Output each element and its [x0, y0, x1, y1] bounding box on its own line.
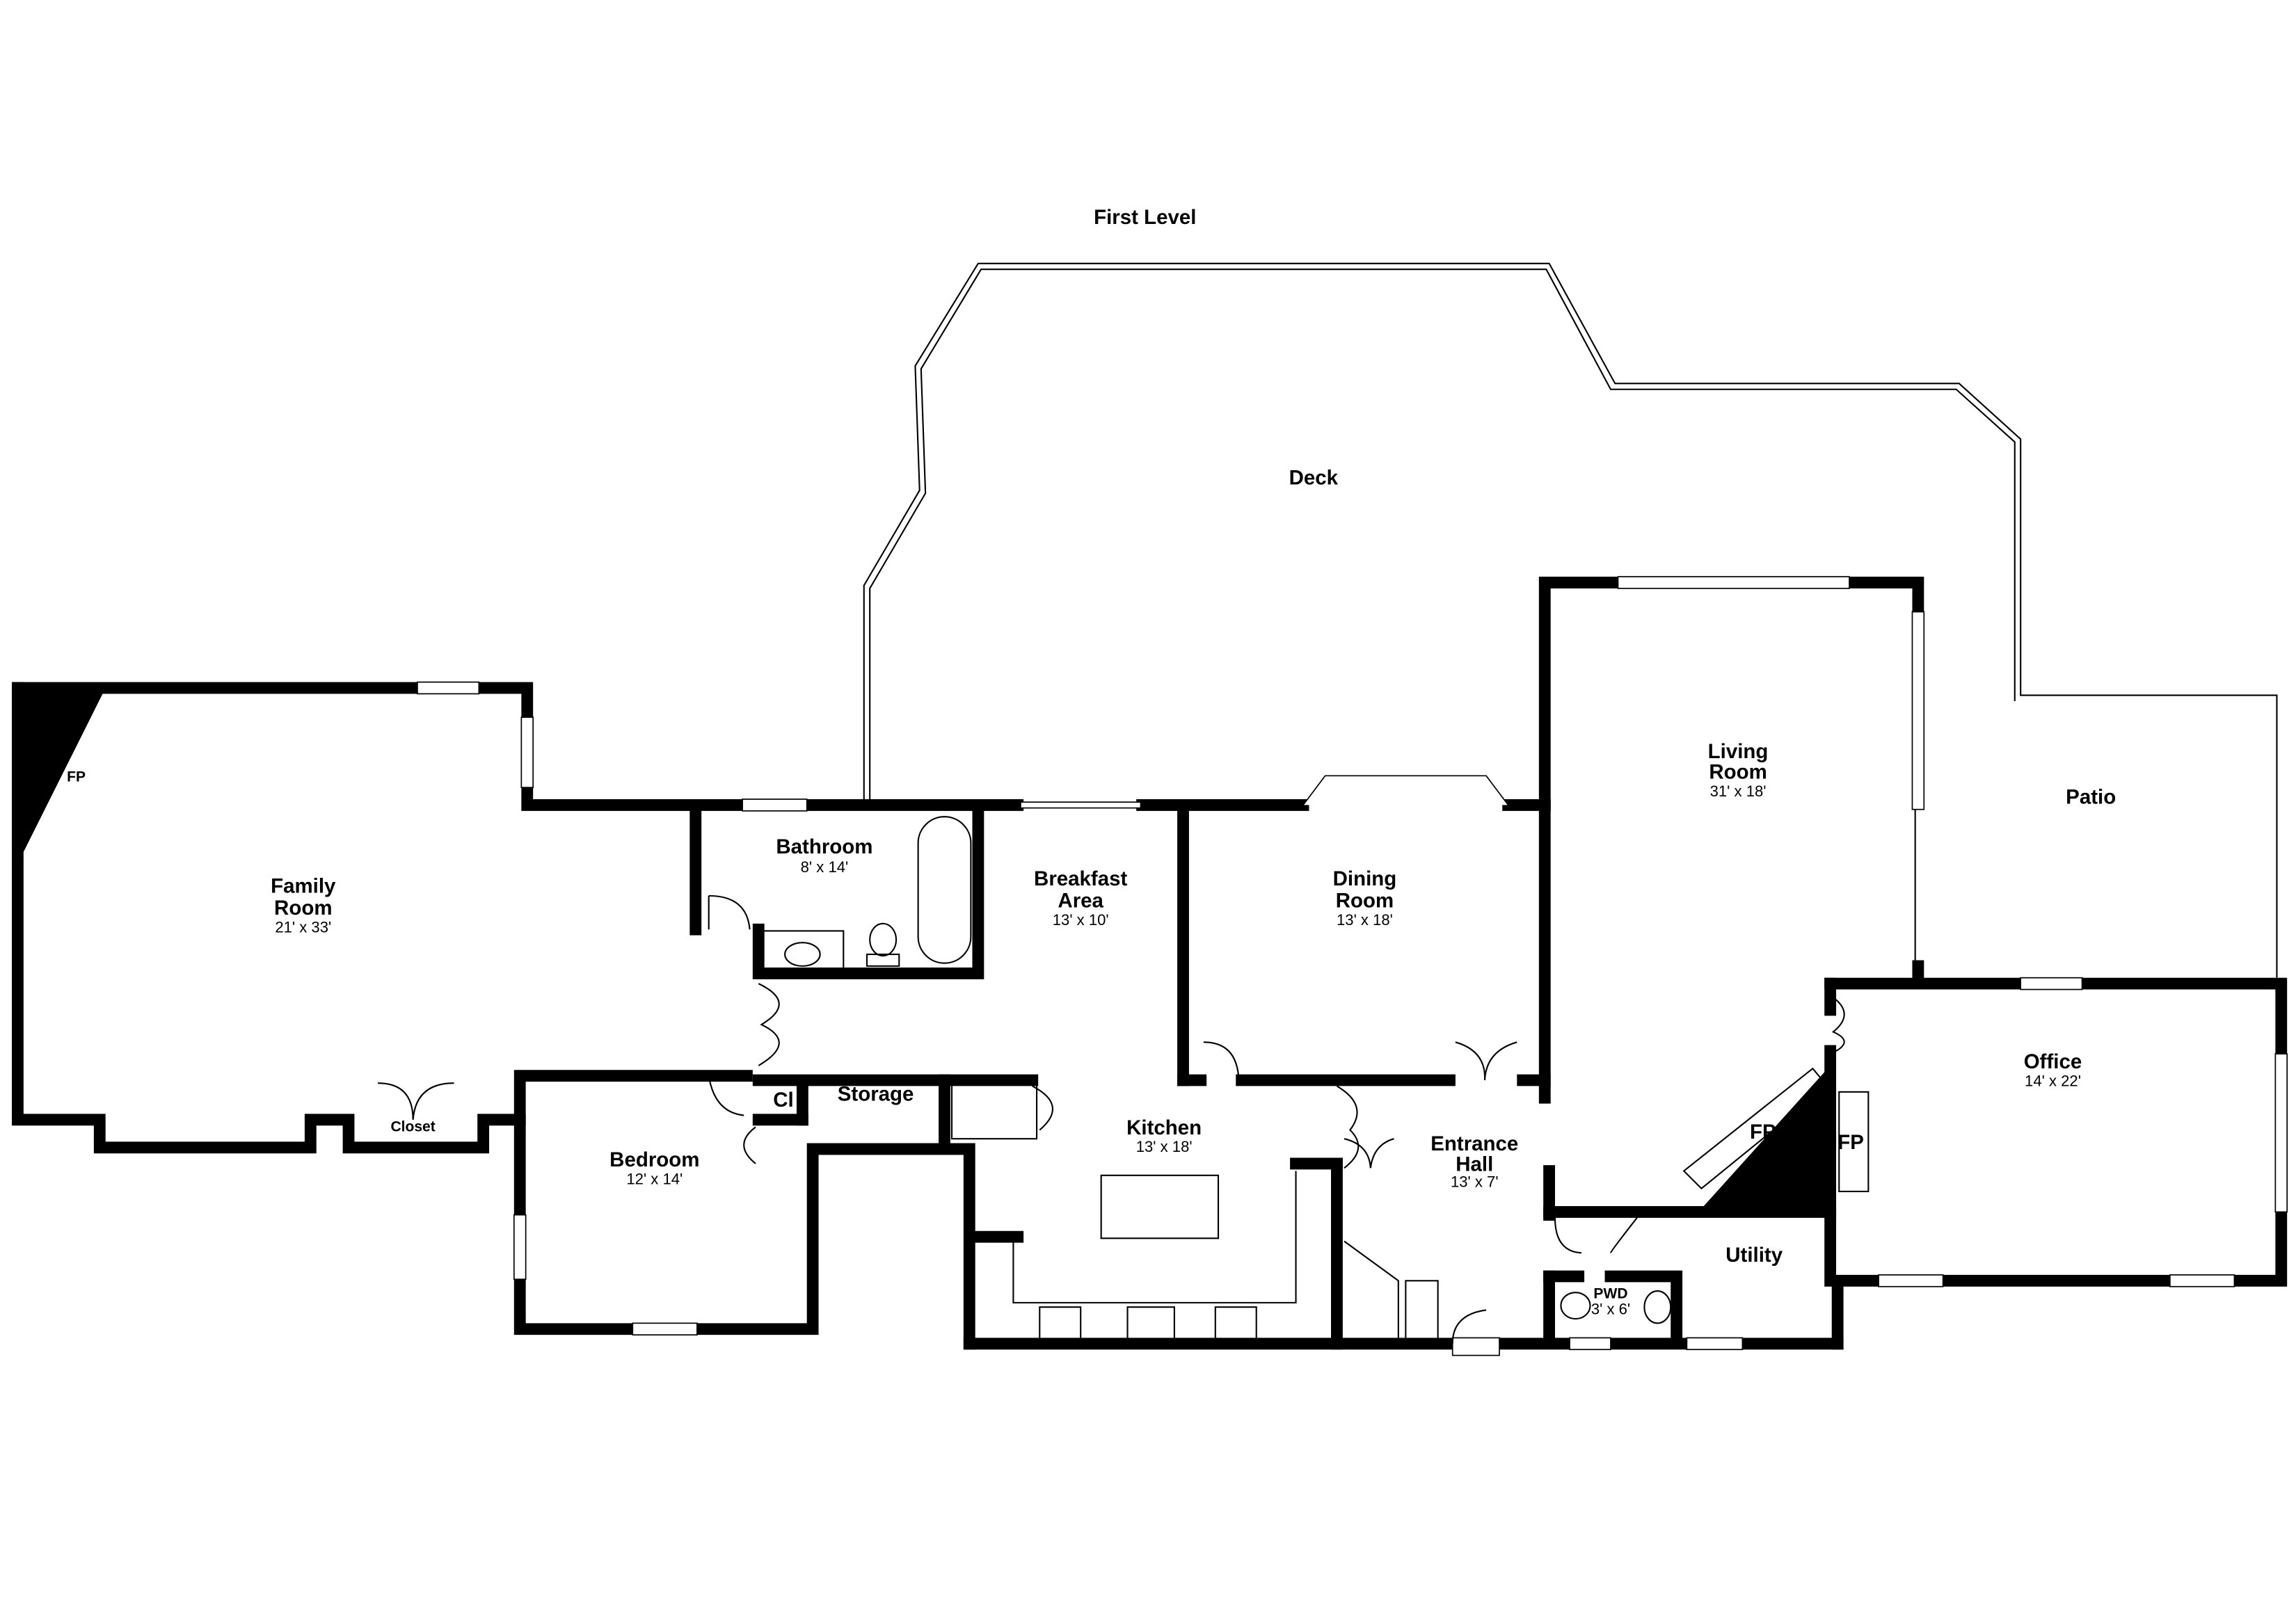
room-size-bedroom: 12' x 14' — [626, 1170, 683, 1187]
room-label-office: Office — [2024, 1050, 2082, 1073]
fireplace-family — [12, 684, 103, 852]
room-size-breakfast: 13' x 10' — [1053, 911, 1109, 929]
room-label-closet: Closet — [390, 1119, 435, 1135]
room-size-entrance: 13' x 7' — [1451, 1173, 1499, 1191]
fp-label-office: FP — [1837, 1131, 1864, 1154]
fireplace-living — [1698, 1065, 1831, 1212]
room-label-family-1: Family — [271, 875, 336, 898]
room-label-cl: Cl — [773, 1089, 793, 1112]
room-label-breakfast-1: Breakfast — [1034, 867, 1127, 890]
deck-outline — [863, 262, 2278, 978]
room-label-entrance-1: Entrance — [1430, 1132, 1518, 1155]
room-size-pwd: 3' x 6' — [1591, 1301, 1630, 1318]
room-label-pwd: PWD — [1593, 1286, 1627, 1302]
room-size-kitchen: 13' x 18' — [1136, 1138, 1193, 1155]
windows — [417, 576, 2288, 1356]
room-label-family-2: Room — [274, 897, 332, 920]
room-label-dining-2: Room — [1336, 890, 1394, 913]
room-label-breakfast-2: Area — [1058, 890, 1103, 913]
room-size-dining: 13' x 18' — [1337, 911, 1393, 929]
room-size-living: 31' x 18' — [1710, 783, 1767, 800]
plan-title: First Level — [1094, 206, 1196, 229]
doors — [378, 894, 1845, 1344]
room-label-bedroom: Bedroom — [609, 1148, 699, 1171]
walls — [12, 577, 2288, 1350]
room-label-living-2: Room — [1709, 761, 1767, 784]
room-label-utility: Utility — [1725, 1244, 1783, 1267]
room-label-deck: Deck — [1289, 467, 1339, 490]
room-label-kitchen: Kitchen — [1126, 1116, 1202, 1139]
fp-label-family: FP — [67, 769, 86, 785]
room-size-office: 14' x 22' — [2025, 1072, 2081, 1089]
room-label-living-1: Living — [1708, 740, 1769, 763]
fp-label-living: FP — [1750, 1121, 1776, 1143]
room-label-dining-1: Dining — [1333, 867, 1397, 890]
room-size-bathroom: 8' x 14' — [801, 858, 849, 876]
room-label-bathroom: Bathroom — [776, 835, 872, 858]
room-size-family: 21' x 33' — [275, 918, 331, 936]
fixtures — [760, 816, 1672, 1340]
room-label-entrance-2: Hall — [1456, 1153, 1493, 1175]
room-label-storage: Storage — [838, 1082, 914, 1105]
room-label-patio: Patio — [2066, 785, 2116, 808]
